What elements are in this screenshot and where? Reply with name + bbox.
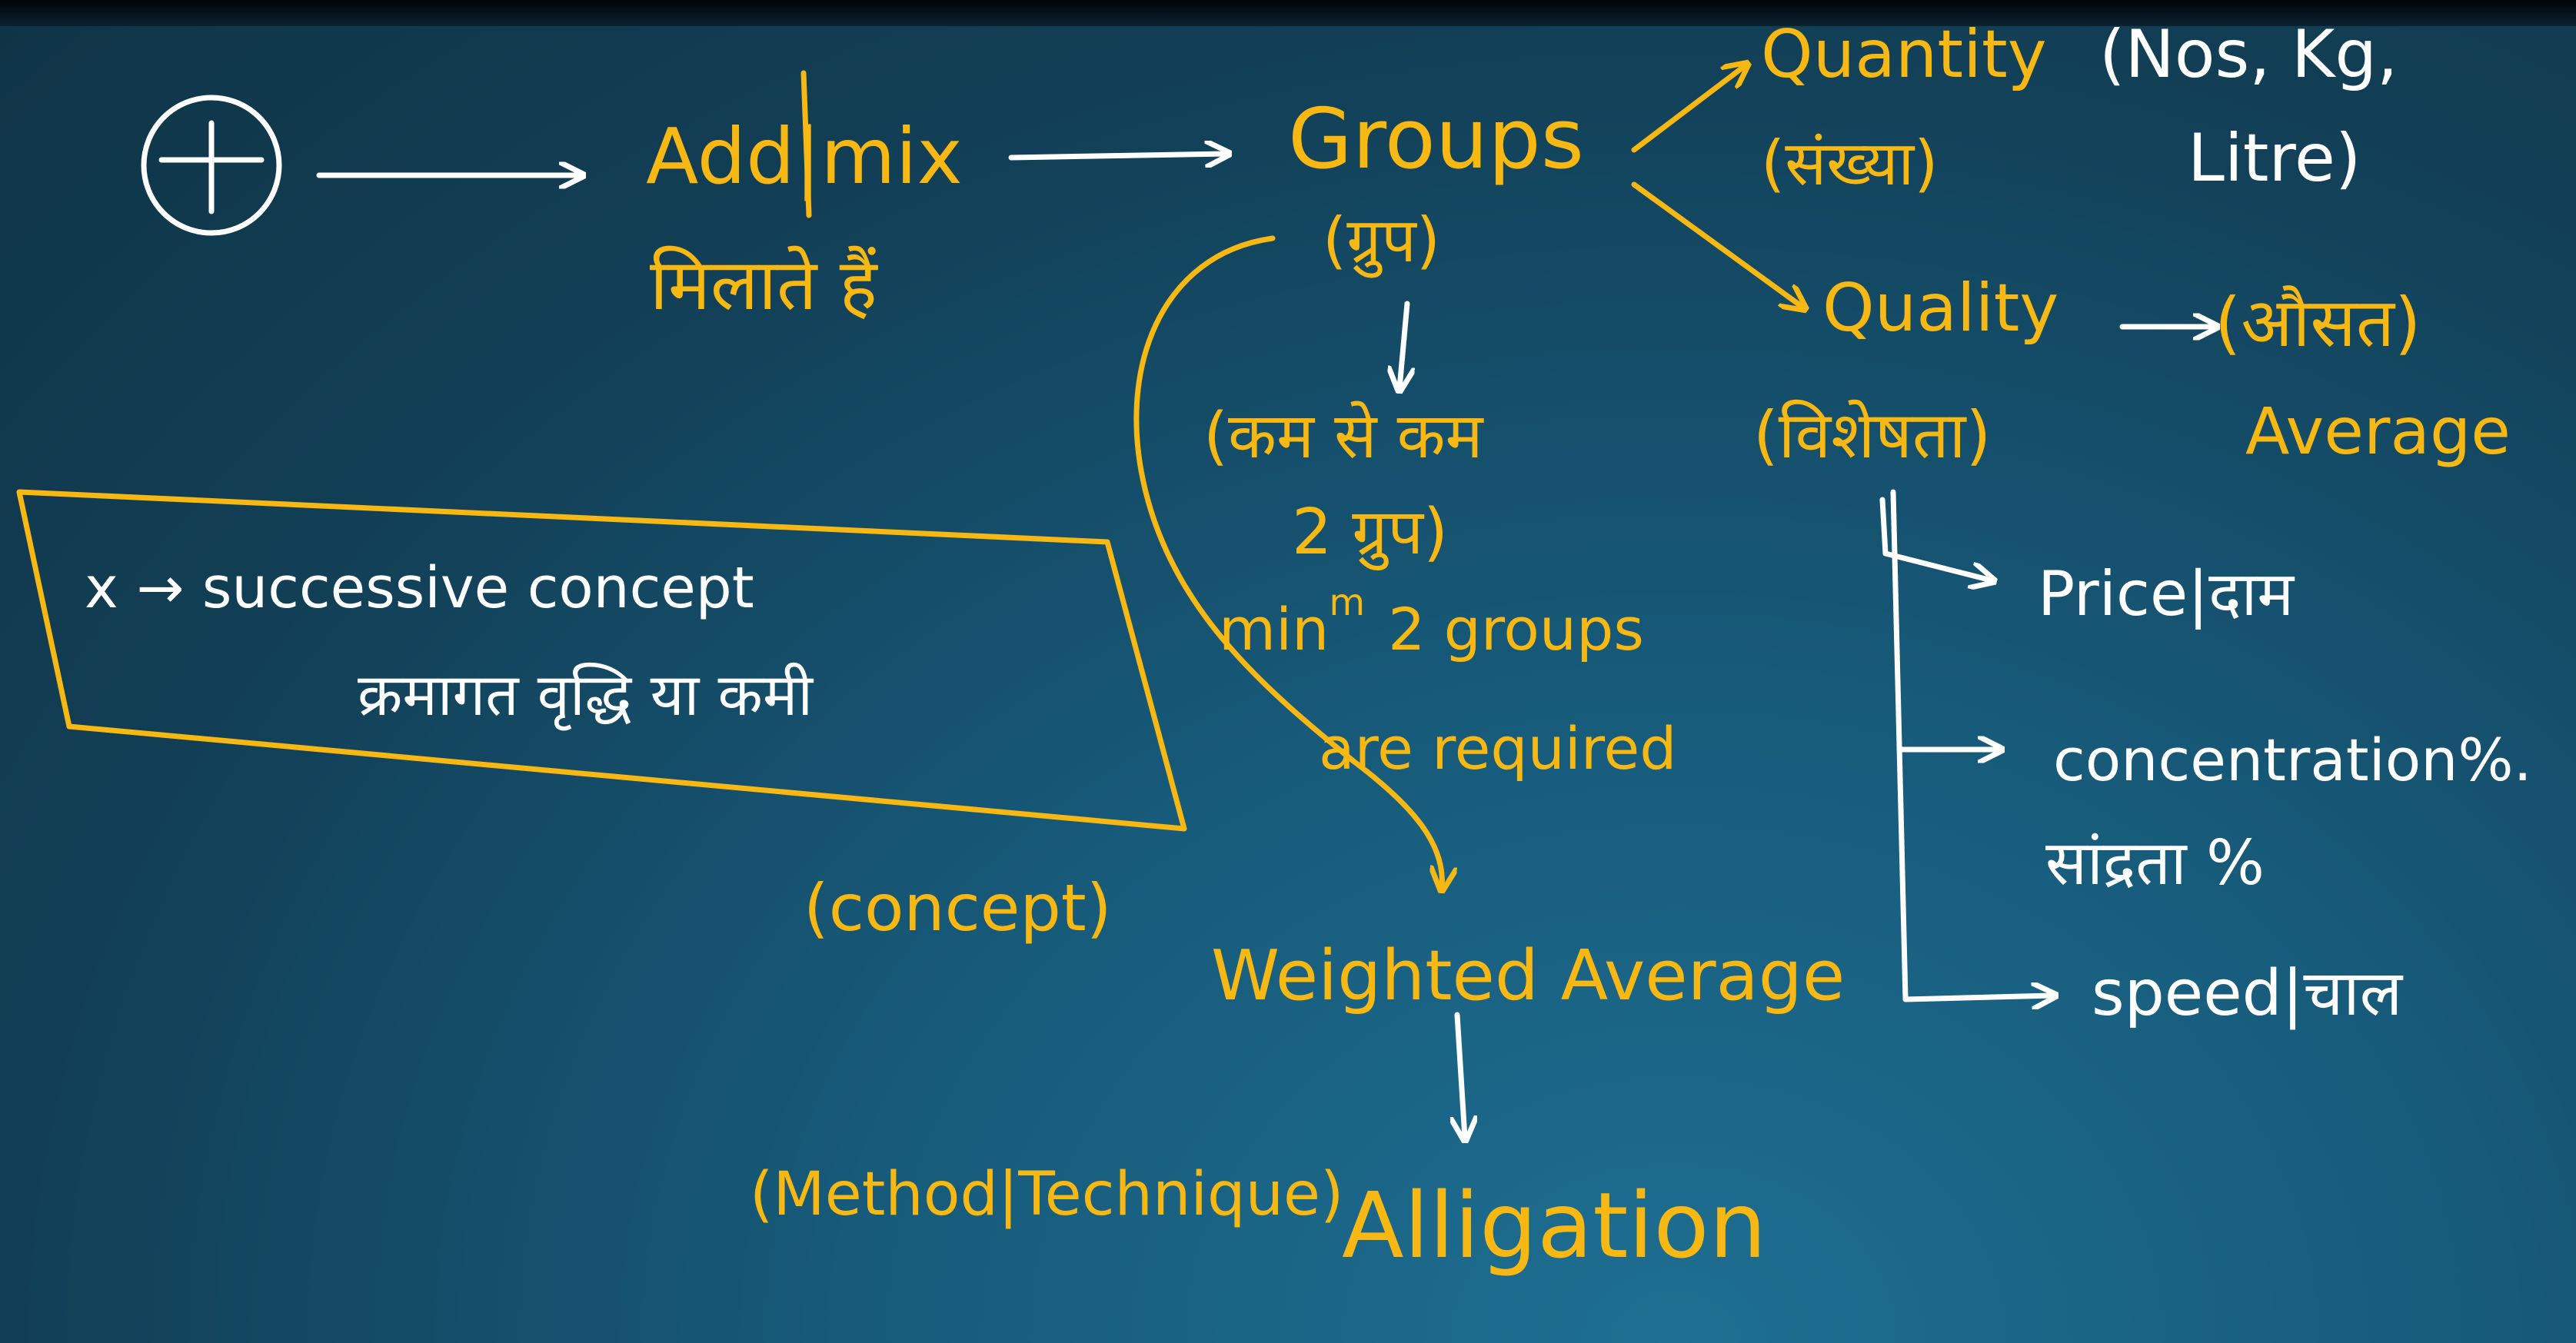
branch-concentration-hindi: सांद्रता % bbox=[2045, 827, 2265, 899]
quantity-label: Quantity bbox=[1761, 16, 2047, 93]
quality-label: Quality bbox=[1822, 270, 2058, 347]
curve-groups-to-weighted bbox=[1133, 235, 1443, 888]
successive-concept: x → successive concept bbox=[85, 555, 754, 621]
arrow-addmix-to-groups bbox=[1008, 154, 1226, 158]
average-label: Average bbox=[2245, 394, 2511, 469]
groups-hindi: (ग्रुप) bbox=[1323, 204, 1440, 278]
weighted-average-label: Weighted Average bbox=[1211, 936, 1845, 1016]
quantity-units-2: Litre) bbox=[2188, 120, 2361, 197]
quantity-units-1: (Nos, Kg, bbox=[2099, 16, 2398, 93]
arrow-weighted-to-alligation bbox=[1457, 1012, 1465, 1138]
plus-symbol bbox=[141, 95, 282, 236]
branch-concentration: concentration%. bbox=[2053, 726, 2532, 794]
min-groups-required: are required bbox=[1319, 714, 1677, 783]
addmix-hindi: मिलाते हैं bbox=[650, 244, 879, 326]
window-top-edge bbox=[0, 0, 2576, 26]
average-hindi: (औसत) bbox=[2215, 283, 2421, 362]
successive-hindi: क्रमागत वृद्धि या कमी bbox=[358, 660, 814, 731]
successive-box bbox=[16, 489, 1187, 832]
min-groups-hindi: (कम से कम bbox=[1203, 400, 1485, 473]
addmix-label: Add|mix bbox=[646, 111, 963, 201]
concept-tag: (concept) bbox=[804, 870, 1111, 946]
arrow-groups-to-quality bbox=[1631, 181, 1803, 307]
quality-branch-lines bbox=[1879, 489, 2053, 999]
branch-price: Price|दाम bbox=[2038, 558, 2295, 630]
arrow-groups-down bbox=[1399, 301, 1407, 388]
branch-speed: speed|चाल bbox=[2092, 957, 2404, 1030]
arrow-groups-to-quantity bbox=[1631, 65, 1746, 153]
groups-label: Groups bbox=[1288, 91, 1584, 188]
method-tag: (Method|Technique) bbox=[750, 1160, 1343, 1229]
alligation-label: Alligation bbox=[1342, 1172, 1766, 1278]
quantity-hindi: (संख्या) bbox=[1761, 128, 1938, 199]
min-groups-hindi-2: 2 ग्रुप) bbox=[1292, 496, 1448, 570]
divider-addmix bbox=[800, 70, 812, 218]
quality-hindi: (विशेषता) bbox=[1753, 397, 1991, 473]
